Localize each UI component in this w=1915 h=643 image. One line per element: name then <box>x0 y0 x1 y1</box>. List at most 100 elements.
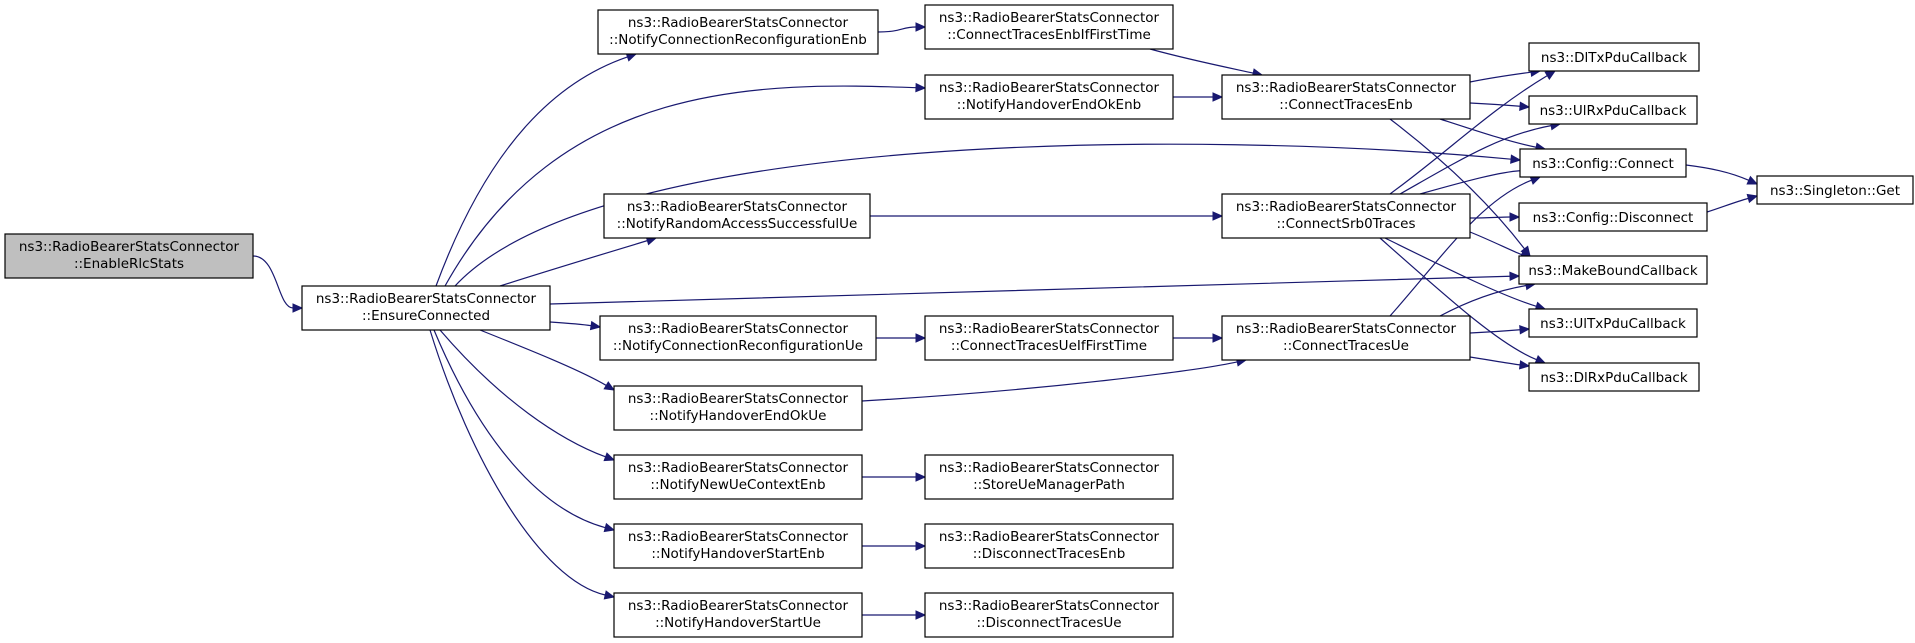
node-hoOkEnb[interactable]: ns3::RadioBearerStatsConnector::NotifyHa… <box>924 74 1174 120</box>
node-hoStartUe[interactable]: ns3::RadioBearerStatsConnector::NotifyHa… <box>613 592 863 638</box>
node-label-line-1: ns3::RadioBearerStatsConnector <box>19 239 240 255</box>
node-cfgDisconnect[interactable]: ns3::Config::Disconnect <box>1518 202 1708 232</box>
node-box <box>1518 255 1708 285</box>
node-dlTx[interactable]: ns3::DlTxPduCallback <box>1528 42 1700 72</box>
node-label-line-2: ::NotifyHandoverStartEnb <box>651 546 824 562</box>
node-hoStartEnb[interactable]: ns3::RadioBearerStatsConnector::NotifyHa… <box>613 523 863 569</box>
arrowhead <box>915 610 927 620</box>
arrowhead <box>603 452 616 462</box>
node-label-line-1: ns3::RadioBearerStatsConnector <box>628 321 849 337</box>
node-mbc[interactable]: ns3::MakeBoundCallback <box>1518 255 1708 285</box>
arrowhead <box>603 590 616 600</box>
node-label-line-2: ::NotifyConnectionReconfigurationEnb <box>609 32 867 48</box>
node-dtUe[interactable]: ns3::RadioBearerStatsConnector::Disconne… <box>924 592 1174 638</box>
node-cfgConnect[interactable]: ns3::Config::Connect <box>1519 148 1687 178</box>
node-box <box>1528 308 1698 338</box>
node-storeUe[interactable]: ns3::RadioBearerStatsConnector::StoreUeM… <box>924 454 1174 500</box>
edge-line <box>429 329 606 596</box>
node-cSrb0[interactable]: ns3::RadioBearerStatsConnector::ConnectS… <box>1221 193 1471 239</box>
node-box <box>597 9 879 55</box>
node-box <box>613 592 863 638</box>
node-label-line-1: ns3::RadioBearerStatsConnector <box>1236 80 1457 96</box>
edge-ctUe-to-dlRx <box>1469 356 1531 370</box>
node-ensure[interactable]: ns3::RadioBearerStatsConnector::EnsureCo… <box>301 285 551 331</box>
arrowhead <box>1509 212 1521 222</box>
edge-line <box>877 26 917 33</box>
node-label-line-1: ns3::RadioBearerStatsConnector <box>628 15 849 31</box>
edge-line <box>444 85 917 287</box>
node-ctUe[interactable]: ns3::RadioBearerStatsConnector::ConnectT… <box>1221 315 1471 361</box>
node-ctEnb[interactable]: ns3::RadioBearerStatsConnector::ConnectT… <box>1221 74 1471 120</box>
edge-line <box>435 56 628 287</box>
node-ulRx[interactable]: ns3::UlRxPduCallback <box>1528 95 1698 125</box>
node-enable[interactable]: ns3::RadioBearerStatsConnector::EnableRl… <box>4 233 254 279</box>
node-label-line-1: ns3::RadioBearerStatsConnector <box>939 460 1160 476</box>
node-box <box>1221 74 1471 120</box>
edge-line <box>1384 237 1537 307</box>
node-label-line-1: ns3::RadioBearerStatsConnector <box>1236 321 1457 337</box>
edge-line <box>1469 102 1521 107</box>
edge-ensure-to-ncrUe <box>549 320 602 331</box>
arrowhead <box>1518 360 1531 370</box>
node-box <box>613 523 863 569</box>
node-ctUeIf[interactable]: ns3::RadioBearerStatsConnector::ConnectT… <box>924 315 1174 361</box>
node-dtEnb[interactable]: ns3::RadioBearerStatsConnector::Disconne… <box>924 523 1174 569</box>
node-singleton[interactable]: ns3::Singleton::Get <box>1756 175 1914 205</box>
node-box <box>924 523 1174 569</box>
node-label-line-1: ns3::RadioBearerStatsConnector <box>1236 199 1457 215</box>
node-label-line-1: ns3::RadioBearerStatsConnector <box>939 529 1160 545</box>
arrowhead <box>292 303 304 313</box>
node-label-line-1: ns3::RadioBearerStatsConnector <box>939 80 1160 96</box>
edge-line <box>1685 164 1750 181</box>
edge-line <box>549 275 1511 305</box>
edge-cSrb0-to-cfgDisconnect <box>1469 212 1521 222</box>
node-label-line-2: ::NotifyHandoverEndOkEnb <box>957 97 1141 113</box>
arrowhead <box>1544 70 1557 80</box>
node-box <box>1528 42 1700 72</box>
node-box <box>1528 362 1700 392</box>
node-rasUe[interactable]: ns3::RadioBearerStatsConnector::NotifyRa… <box>603 193 871 239</box>
arrowhead <box>603 381 616 391</box>
edge-line <box>1419 170 1522 195</box>
node-label-line-1: ns3::RadioBearerStatsConnector <box>628 598 849 614</box>
edges-layer <box>252 22 1759 620</box>
edge-line <box>439 329 606 458</box>
node-label-line-1: ns3::RadioBearerStatsConnector <box>939 10 1160 26</box>
node-hoOkUe[interactable]: ns3::RadioBearerStatsConnector::NotifyHa… <box>613 385 863 431</box>
edge-cSrb0-to-dlTx <box>1389 70 1557 195</box>
node-label-line-2: ::EnableRlcStats <box>74 256 184 272</box>
node-label-line-1: ns3::RadioBearerStatsConnector <box>939 321 1160 337</box>
arrowhead <box>1519 101 1531 111</box>
edge-hoOkUe-to-ctUe <box>861 357 1248 402</box>
node-box <box>924 454 1174 500</box>
edge-ctEnb-to-ulRx <box>1469 101 1531 111</box>
arrowhead <box>1510 154 1522 164</box>
edge-line <box>1439 284 1527 317</box>
edge-enable-to-ensure <box>252 255 304 313</box>
node-box <box>4 233 254 279</box>
node-box <box>301 285 551 331</box>
node-label-line-2: ::ConnectTracesUeIfFirstTime <box>951 338 1147 354</box>
node-label: ns3::MakeBoundCallback <box>1528 263 1698 279</box>
edge-ncrEnb-to-ctEnbIf <box>877 22 927 33</box>
nodes-layer: ns3::RadioBearerStatsConnector::EnableRl… <box>4 4 1914 638</box>
edge-ctEnbIf-to-ctEnb <box>1149 48 1264 78</box>
edge-hoStartEnb-to-dtEnb <box>862 541 927 551</box>
edge-ctUe-to-ulTx <box>1469 325 1531 335</box>
arrowhead <box>1212 333 1224 343</box>
edge-hoOkEnb-to-ctEnb <box>1172 92 1224 102</box>
edge-line <box>499 240 648 287</box>
node-dlRx[interactable]: ns3::DlRxPduCallback <box>1528 362 1700 392</box>
node-box <box>924 4 1174 50</box>
arrowhead <box>915 541 927 551</box>
node-newUeCtx[interactable]: ns3::RadioBearerStatsConnector::NotifyNe… <box>613 454 863 500</box>
node-label: ns3::Config::Connect <box>1532 156 1674 172</box>
edge-line <box>1149 48 1254 74</box>
edge-line <box>252 255 294 309</box>
node-ncrEnb[interactable]: ns3::RadioBearerStatsConnector::NotifyCo… <box>597 9 879 55</box>
node-ulTx[interactable]: ns3::UlTxPduCallback <box>1528 308 1698 338</box>
node-ctEnbIf[interactable]: ns3::RadioBearerStatsConnector::ConnectT… <box>924 4 1174 50</box>
arrowhead <box>915 22 927 32</box>
edge-line <box>1469 231 1522 256</box>
node-ncrUe[interactable]: ns3::RadioBearerStatsConnector::NotifyCo… <box>599 315 877 361</box>
